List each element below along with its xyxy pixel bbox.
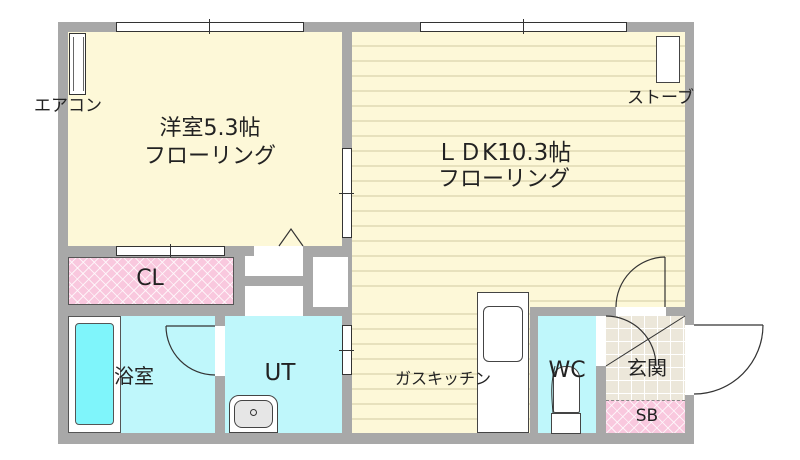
ldk-title: ＬＤK10.3帖 xyxy=(436,140,572,166)
drain-icon xyxy=(250,409,257,416)
shoe-box-label: SB xyxy=(635,406,659,426)
window-divider xyxy=(209,19,210,34)
western-room-title: 洋室5.3帖 xyxy=(159,116,261,141)
western-room xyxy=(68,32,342,246)
window-western-top xyxy=(116,22,304,32)
door-divider xyxy=(339,350,354,351)
kitchen-sink xyxy=(483,306,523,362)
bathroom-label: 浴室 xyxy=(114,364,154,388)
wc-door-opening xyxy=(596,316,606,366)
shoe-box xyxy=(606,400,685,433)
stove xyxy=(656,36,680,83)
ldk-room xyxy=(352,32,685,307)
bath-door-opening xyxy=(215,326,225,376)
bathtub xyxy=(75,323,114,425)
utility-label: UT xyxy=(264,360,296,386)
toilet-label: WC xyxy=(548,358,586,383)
air-conditioner-inner xyxy=(73,37,84,91)
door-divider xyxy=(339,193,354,194)
entrance-label: 玄関 xyxy=(627,356,667,380)
closet xyxy=(68,257,234,305)
hallway-right xyxy=(313,257,348,307)
stove-label: ストーブ xyxy=(627,88,694,108)
toilet-bowl xyxy=(553,366,580,413)
western-door-opening xyxy=(254,246,303,256)
kitchen-label: ガスキッチン xyxy=(395,369,492,388)
ldk-entrance-door-opening xyxy=(616,307,666,316)
toilet-tank xyxy=(551,413,581,434)
window-divider xyxy=(523,19,524,34)
closet-label: CL xyxy=(136,266,164,291)
door-divider xyxy=(170,244,171,257)
air-conditioner-label: エアコン xyxy=(34,96,102,116)
western-room-floor: フローリング xyxy=(143,144,276,169)
entrance-door-gap xyxy=(685,325,694,395)
hallway-upper xyxy=(245,256,303,276)
ut-door-opening xyxy=(245,306,303,316)
ldk-floor: フローリング xyxy=(438,167,571,192)
